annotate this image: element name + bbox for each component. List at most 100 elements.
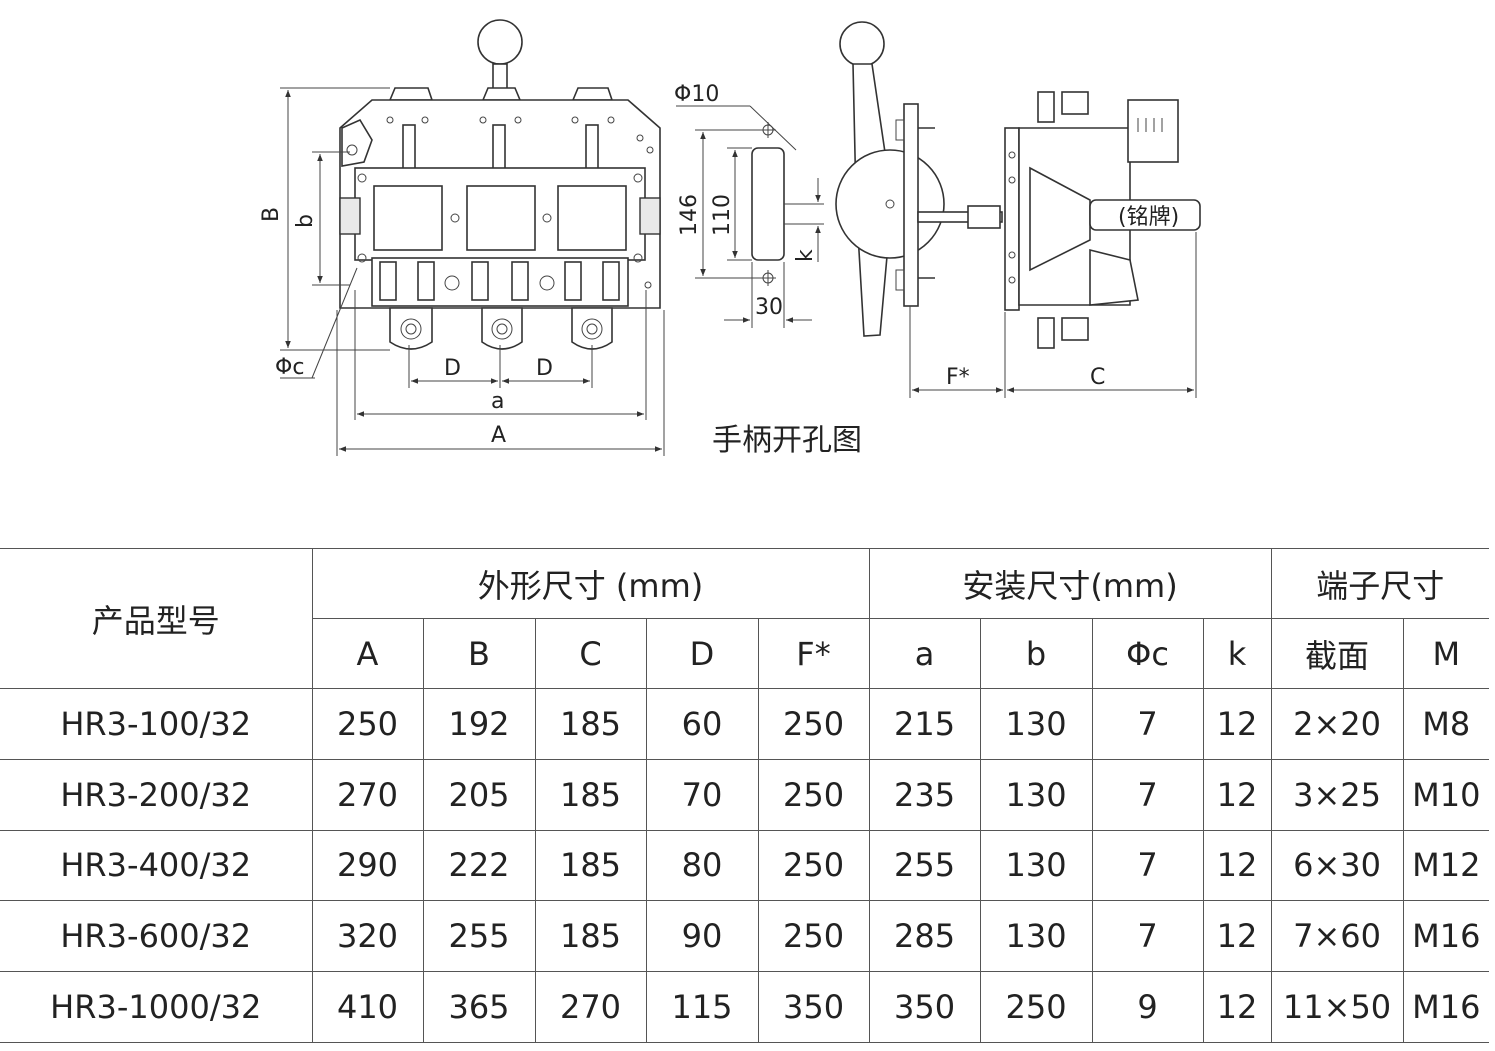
value-cell: 185 [534,900,647,973]
model-header: 产品型号 [0,548,313,689]
dim-B-label: B [259,207,284,222]
column-header: M [1402,618,1490,689]
group-header-install: 安装尺寸(mm) [868,548,1272,619]
value-cell: 3×25 [1270,758,1404,831]
handle-cutout-view: Φ10 146 110 k 30 手柄开孔图 [674,82,862,458]
dim-146-label: 146 [677,194,702,236]
dim-phi10-label: Φ10 [674,82,719,107]
group-header-terminal: 端子尺寸 [1270,548,1490,619]
value-cell: 215 [868,688,981,760]
value-cell: 12 [1202,829,1272,902]
value-cell: 255 [422,900,536,973]
value-cell: 222 [422,829,536,902]
value-cell: M12 [1402,829,1490,902]
value-cell: 250 [757,758,870,831]
column-header: D [645,618,759,689]
value-cell: 250 [757,688,870,760]
technical-drawing: B b Φc D D a A Φ10 [259,19,1201,458]
value-cell: 130 [979,688,1093,760]
value-cell: 7 [1091,688,1204,760]
value-cell: 250 [757,900,870,973]
value-cell: M16 [1402,900,1490,973]
value-cell: 80 [645,829,759,902]
dim-b-label: b [293,214,318,228]
value-cell: 255 [868,829,981,902]
column-header: a [868,618,981,689]
value-cell: 70 [645,758,759,831]
value-cell: 2×20 [1270,688,1404,760]
value-cell: 250 [979,971,1093,1043]
model-cell: HR3-1000/32 [0,971,313,1043]
value-cell: 185 [534,758,647,831]
value-cell: M10 [1402,758,1490,831]
value-cell: 12 [1202,900,1272,973]
value-cell: M8 [1402,688,1490,760]
value-cell: 130 [979,758,1093,831]
value-cell: 185 [534,688,647,760]
column-header: b [979,618,1093,689]
side-view: (铭牌) F* C [835,21,1201,398]
value-cell: 6×30 [1270,829,1404,902]
value-cell: 11×50 [1270,971,1404,1043]
model-cell: HR3-200/32 [0,758,313,831]
value-cell: 350 [868,971,981,1043]
dim-F-label: F* [946,365,970,390]
value-cell: 60 [645,688,759,760]
dim-110-label: 110 [710,194,735,236]
dim-C-label: C [1090,365,1105,390]
value-cell: 7 [1091,758,1204,831]
value-cell: 270 [534,971,647,1043]
dim-30-label: 30 [755,295,783,320]
column-header: A [311,618,424,689]
dim-k-label: k [793,249,818,262]
value-cell: 9 [1091,971,1204,1043]
value-cell: 90 [645,900,759,973]
value-cell: 350 [757,971,870,1043]
value-cell: 130 [979,900,1093,973]
column-header: F* [757,618,870,689]
dim-A-label: A [491,423,506,448]
value-cell: 7 [1091,829,1204,902]
fuse-block-1 [373,185,443,251]
value-cell: 12 [1202,758,1272,831]
value-cell: 12 [1202,688,1272,760]
value-cell: 7 [1091,900,1204,973]
value-cell: 320 [311,900,424,973]
group-header-outer: 外形尺寸 (mm) [311,548,870,619]
value-cell: 290 [311,829,424,902]
front-view: B b Φc D D a A [259,19,665,456]
dim-D-label-1: D [444,356,461,381]
handle-slot [751,147,785,261]
value-cell: 205 [422,758,536,831]
column-header: C [534,618,647,689]
value-cell: 192 [422,688,536,760]
dim-a-label: a [491,389,504,414]
value-cell: 115 [645,971,759,1043]
fuse-block-3 [557,185,627,251]
column-header: k [1202,618,1272,689]
value-cell: 285 [868,900,981,973]
fuse-block-2 [466,185,536,251]
model-cell: HR3-600/32 [0,900,313,973]
value-cell: M16 [1402,971,1490,1043]
nameplate-label: (铭牌) [1118,205,1179,230]
cutout-caption: 手柄开孔图 [712,423,862,458]
value-cell: 250 [311,688,424,760]
value-cell: 250 [757,829,870,902]
value-cell: 270 [311,758,424,831]
dim-D-label-2: D [536,356,553,381]
value-cell: 365 [422,971,536,1043]
column-header: B [422,618,536,689]
model-cell: HR3-100/32 [0,688,313,760]
column-header: Φc [1091,618,1204,689]
handle-knob [477,19,523,65]
value-cell: 7×60 [1270,900,1404,973]
